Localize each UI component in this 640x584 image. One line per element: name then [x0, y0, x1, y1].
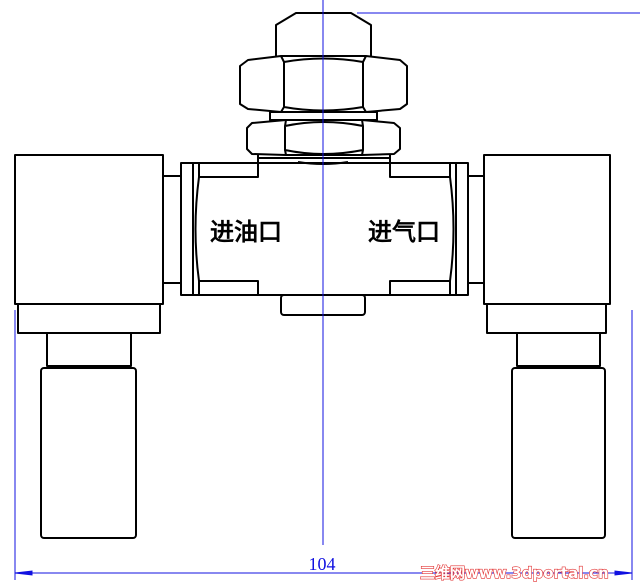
dimension-value: 104: [309, 554, 336, 574]
left-nipple: [162, 175, 182, 284]
dimension-arrow-left: [14, 570, 33, 576]
right-nipple: [467, 175, 485, 284]
left-fitting-cylinder: [40, 367, 137, 539]
right-fitting-block: [483, 154, 611, 305]
body-inner-outline: [194, 163, 455, 295]
left-washer: [180, 162, 194, 296]
left-fitting-block: [14, 154, 164, 305]
watermark: 三维网www.3dportal.cn: [420, 564, 609, 582]
right-washer: [455, 162, 469, 296]
left-fitting-flange: [17, 303, 161, 334]
small-nut-facets: [284, 119, 364, 156]
right-fitting-flange: [486, 303, 607, 334]
left-fitting-neck: [46, 332, 132, 367]
hex-nut-facets: [280, 55, 367, 113]
right-fitting-cylinder: [511, 367, 606, 539]
air-inlet-label: 进气口: [368, 218, 440, 246]
nut-base-band: [257, 155, 391, 165]
dimension-arrow-right: [614, 570, 633, 576]
right-fitting-neck: [516, 332, 601, 367]
oil-inlet-label: 进油口: [210, 218, 282, 246]
